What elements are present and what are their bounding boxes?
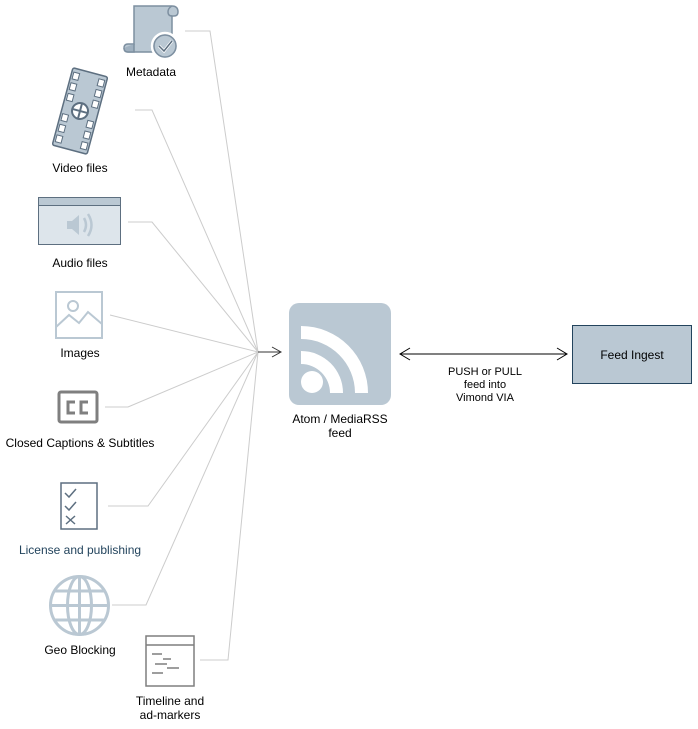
checklist-icon [60,482,98,530]
feed-ingest-box[interactable]: Feed Ingest [572,325,692,384]
speaker-window-icon [38,197,121,245]
connector-metadata [185,30,259,353]
rss-icon [289,303,391,405]
geo-blocking-label: Geo Blocking [44,643,116,657]
closed-captions-label: Closed Captions & Subtitles [5,436,155,450]
connector-images [109,314,259,353]
film-reel-icon [52,67,108,155]
timeline-label: Timeline and ad-markers [135,694,205,722]
connector-audio [128,221,259,353]
push-pull-label: PUSH or PULL feed into Vimond VIA [448,366,522,404]
connector-captions [105,351,259,408]
feed-ingest-label: Feed Ingest [600,347,664,362]
feed-label: Atom / MediaRSS feed [292,412,388,440]
merge-arrow [258,346,283,358]
connector-license [108,351,259,507]
license-publishing-label: License and publishing [18,543,142,557]
connector-video [135,109,259,353]
video-files-label: Video files [52,161,108,175]
globe-icon [49,575,110,636]
audio-files-label: Audio files [52,256,108,270]
connector-timeline [200,351,259,661]
closed-captions-icon [57,390,99,424]
metadata-label: Metadata [125,65,177,79]
timeline-window-icon [145,635,195,687]
images-label: Images [60,346,100,360]
image-icon [55,291,103,339]
connector-geo [112,351,259,606]
scroll-certificate-icon [123,5,180,61]
